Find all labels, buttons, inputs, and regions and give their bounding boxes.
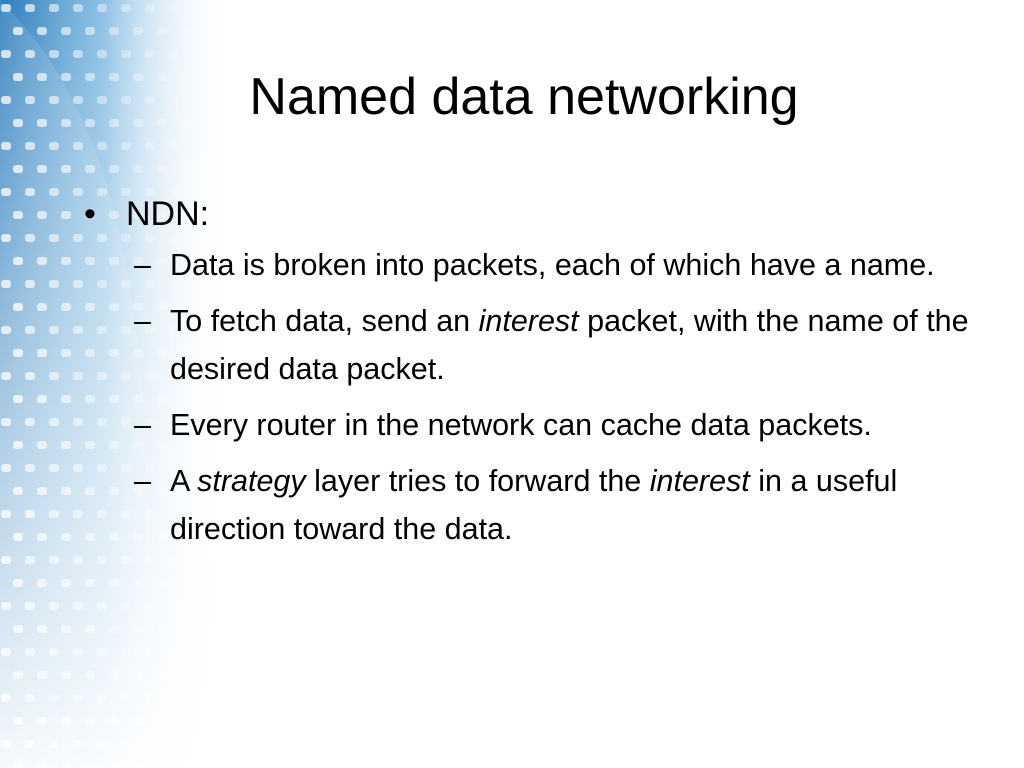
sub-bullet-text: packet, with the name of the desired dat… (170, 304, 969, 386)
sub-bullet-glyph: – (134, 248, 151, 282)
sub-bullet-text: Data is broken into packets, each of whi… (170, 248, 935, 282)
emphasis-text: interest (478, 304, 579, 338)
sub-bullet-text: A (170, 464, 198, 498)
sub-bullet-text: in a useful direction toward the data. (170, 464, 898, 546)
slide-title: Named data networking (249, 68, 799, 126)
bullet-list: • NDN: –Data is broken into packets, eac… (84, 189, 984, 553)
emphasis-text: interest (649, 464, 750, 498)
bullet-text: NDN: (126, 195, 210, 233)
bullet-glyph: • (84, 195, 96, 233)
sub-bullet-item: –Data is broken into packets, each of wh… (84, 241, 984, 289)
sub-bullet-text: To fetch data, send an (170, 304, 479, 338)
sub-bullet-text: layer tries to forward the (305, 464, 650, 498)
emphasis-text: strategy (197, 464, 306, 498)
sub-bullet-list: –Data is broken into packets, each of wh… (84, 241, 984, 553)
sub-bullet-item: –Every router in the network can cache d… (84, 401, 984, 449)
sub-bullet-glyph: – (134, 304, 151, 338)
sub-bullet-text: Every router in the network can cache da… (170, 408, 872, 442)
sub-bullet-glyph: – (134, 408, 151, 442)
sub-bullet-item: –To fetch data, send an interest packet,… (84, 297, 984, 393)
bullet-item: • NDN: (84, 189, 984, 239)
sub-bullet-item: –A strategy layer tries to forward the i… (84, 457, 984, 553)
sub-bullet-glyph: – (134, 464, 151, 498)
